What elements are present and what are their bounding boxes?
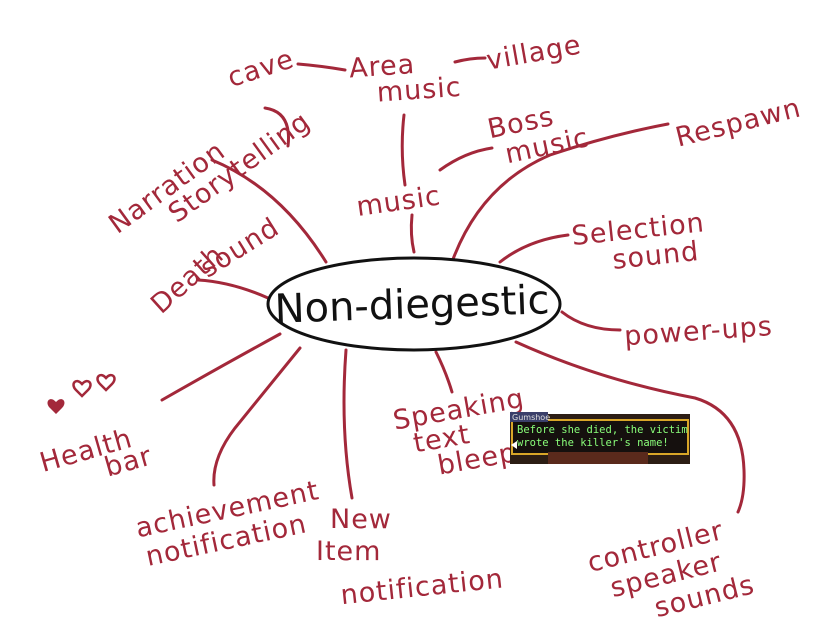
advance-arrow-icon xyxy=(511,441,517,449)
branch-health xyxy=(160,332,282,402)
branch-lines xyxy=(160,56,746,514)
dialogue-line-1: Before she died, the victim xyxy=(517,424,688,436)
node-achievement-notification: achievement notification xyxy=(133,475,322,573)
heart-outline-icon xyxy=(72,379,92,398)
branch-music-area xyxy=(400,113,407,187)
node-respawn: Respawn xyxy=(672,92,804,153)
branch-new-item xyxy=(342,348,354,500)
node-village: village xyxy=(484,29,584,76)
heart-outline-icon xyxy=(96,373,116,392)
center-ellipse xyxy=(266,256,562,352)
game-box-podium xyxy=(548,452,648,464)
branch-selection xyxy=(498,233,570,264)
branch-music-boss xyxy=(438,146,494,172)
node-selection-sound: Selection sound xyxy=(570,207,706,276)
heart-filled-icon xyxy=(47,399,65,414)
speaker-name: Gumshoe xyxy=(512,413,550,422)
node-health-bar: Health bar xyxy=(36,373,156,484)
game-dialogue-box: Gumshoe Before she died, the victim wrot… xyxy=(510,412,690,464)
new-item-line-1: New xyxy=(330,504,392,535)
branch-achievement xyxy=(212,346,302,487)
branch-area-village xyxy=(453,56,487,64)
speaker-name-tab xyxy=(510,412,548,422)
new-item-line-3: notification xyxy=(339,563,505,611)
center-label: Non-diegestic xyxy=(274,277,550,333)
branch-storytelling xyxy=(210,158,328,264)
node-controller-speaker-sounds: controller speaker sounds xyxy=(584,515,757,620)
branch-death xyxy=(196,278,270,300)
branch-music xyxy=(409,213,416,254)
branch-respawn xyxy=(450,122,670,264)
branch-controller xyxy=(514,340,746,514)
node-cave: cave xyxy=(224,43,298,93)
node-area-music: Area music xyxy=(348,49,463,109)
branch-narration-storytelling xyxy=(263,106,291,148)
dialogue-line-2: wrote the killer's name! xyxy=(517,437,669,449)
branch-speaking xyxy=(434,350,454,394)
branch-area-cave xyxy=(296,62,347,72)
new-item-line-2: Item xyxy=(316,536,381,567)
node-power-ups: power-ups xyxy=(623,311,774,352)
branch-powerups xyxy=(560,310,622,332)
node-music: music xyxy=(354,180,442,223)
area-music-line-2: music xyxy=(376,72,463,109)
node-death-sound: Death sound xyxy=(145,212,285,320)
node-boss-music: Boss music xyxy=(485,101,592,170)
node-new-item-notification: New Item notification xyxy=(316,504,505,611)
area-music-line-1: Area xyxy=(348,49,416,85)
